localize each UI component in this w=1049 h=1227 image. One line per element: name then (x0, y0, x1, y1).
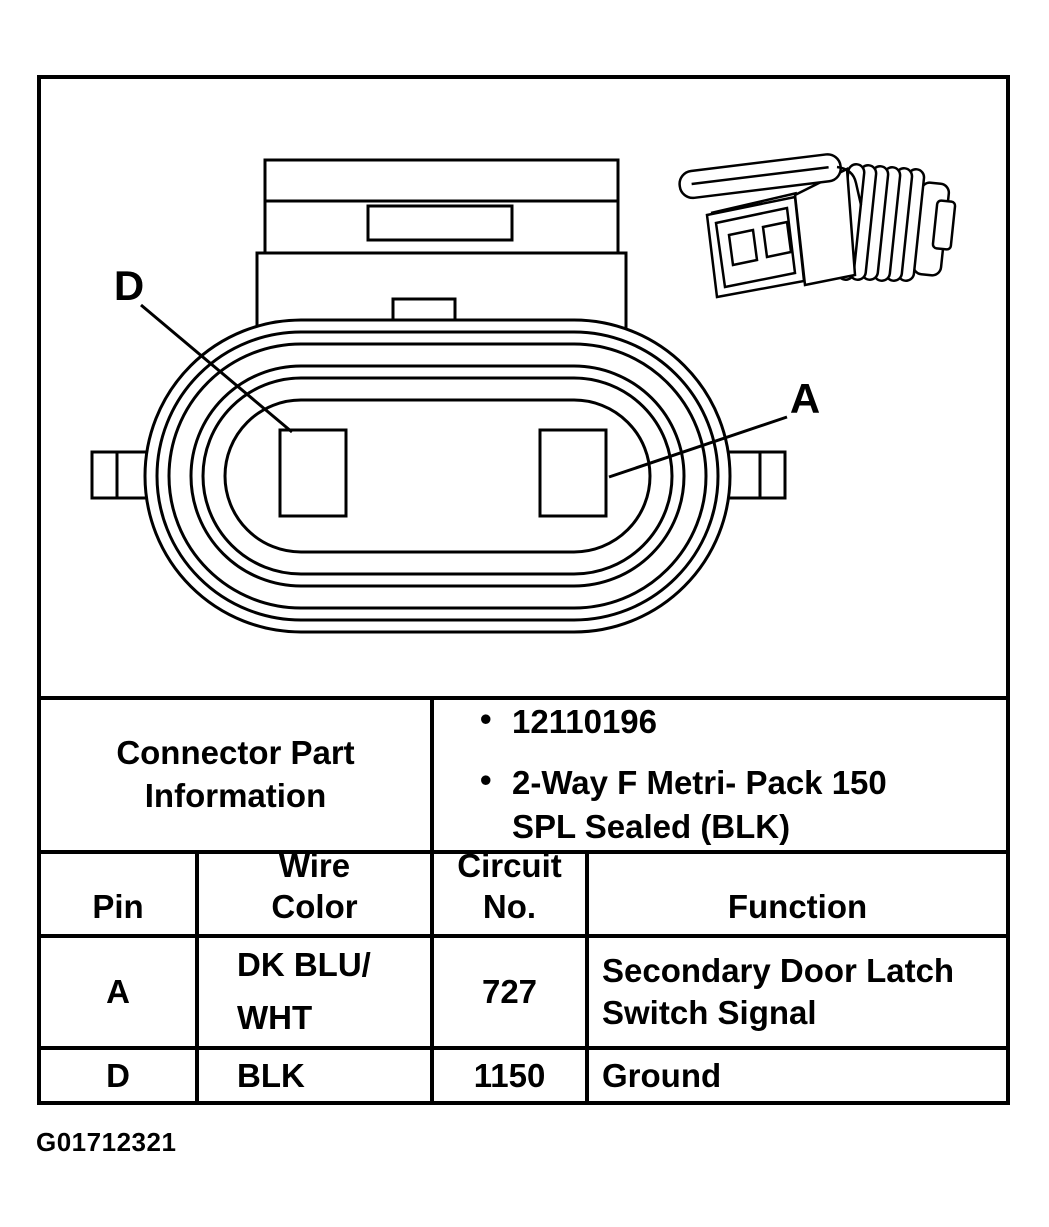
row-d-pin: D (41, 1046, 195, 1103)
col-header-function: Function (585, 850, 1006, 934)
right-tab (723, 450, 787, 500)
part-description-item: 2-Way F Metri- Pack 150 SPL Sealed (BLK) (480, 761, 998, 850)
figure-frame: D A (37, 75, 1010, 1105)
3d-terminal-hole-2 (761, 220, 793, 259)
left-tab (90, 450, 154, 500)
connector-diagram: D A (41, 79, 1006, 700)
col-header-wire-color: Wire Color (195, 850, 430, 934)
bullet-icon (480, 761, 496, 799)
row-d-wire-color: BLK (195, 1046, 430, 1103)
connector-3d-view (678, 153, 957, 299)
pin-d-label: D (114, 262, 144, 309)
pin-callouts: D A (114, 262, 820, 479)
part-description: 2-Way F Metri- Pack 150 SPL Sealed (BLK) (512, 763, 887, 846)
col-header-circuit-no: Circuit No. (430, 850, 585, 934)
col-header-pin: Pin (41, 850, 195, 934)
bullet-icon (480, 700, 496, 738)
lock-lever (678, 153, 842, 200)
row-a-pin: A (41, 934, 195, 1046)
connector-table: Connector Part Information 12110196 2-Wa… (41, 700, 1006, 1103)
pin-d-leader-line (140, 303, 293, 434)
figure-id: G01712321 (36, 1127, 177, 1157)
connector-part-info-header: Connector Part Information (116, 734, 355, 814)
pin-a-label: A (790, 375, 820, 422)
lock-tab (366, 204, 514, 242)
connector-front-view (90, 158, 787, 634)
row-a-function: Secondary Door Latch Switch Signal (585, 934, 1006, 1046)
pin-a-leader-line (608, 415, 788, 479)
connector-line-art: D A (90, 153, 957, 634)
row-a-wire-color: DK BLU/ WHT (195, 934, 430, 1046)
3d-terminal-hole-1 (727, 228, 759, 267)
cavity-d (278, 428, 348, 518)
row-d-function: Ground (585, 1046, 1006, 1103)
cavity-a (538, 428, 608, 518)
part-number: 12110196 (512, 703, 658, 741)
connector-part-details: 12110196 2-Way F Metri- Pack 150 SPL Sea… (430, 700, 1006, 850)
row-d-circuit-no: 1150 (430, 1046, 585, 1103)
part-number-item: 12110196 (480, 700, 998, 745)
row-a-circuit-no: 727 (430, 934, 585, 1046)
